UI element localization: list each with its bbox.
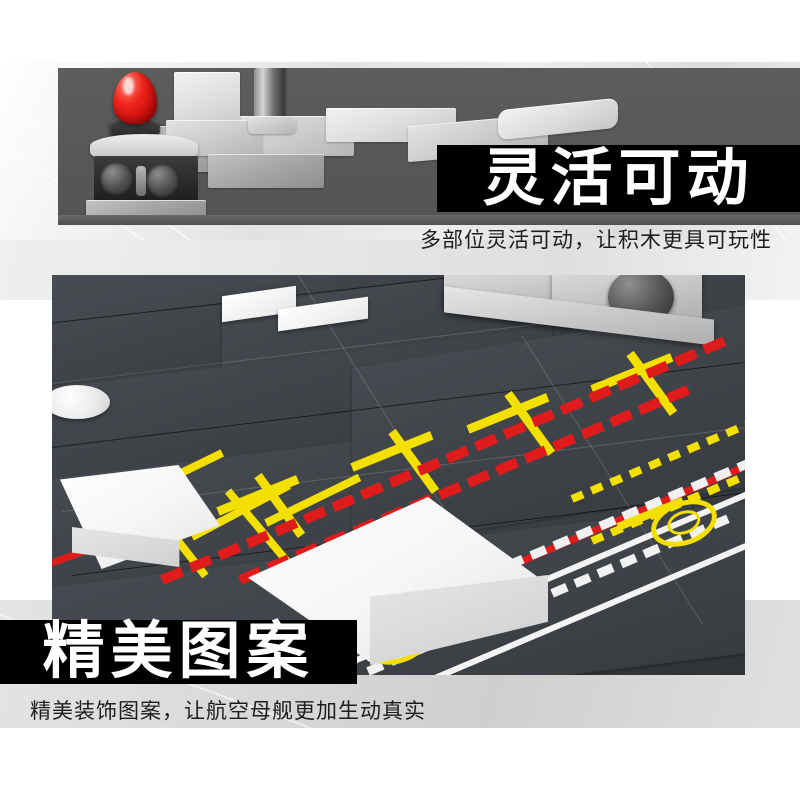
headline-banner-pattern: 精美图案 — [0, 620, 357, 684]
white-ramp-left — [60, 465, 220, 569]
brick-deck-arm-outer — [498, 97, 618, 141]
white-ramp-center — [248, 497, 548, 665]
white-deck-circle — [52, 385, 110, 419]
headline-banner-flexible: 灵活可动 — [437, 145, 800, 212]
mast-cylinder — [254, 68, 288, 124]
brick-turret-mount — [86, 200, 206, 218]
caption-pattern: 精美装饰图案，让航空母舰更加生动真实 — [30, 700, 426, 723]
photo-bottom-ledge — [58, 215, 800, 225]
backdrop-sheet-white — [0, 728, 800, 800]
gun-barrel-left — [100, 162, 134, 196]
flight-deck-photo — [52, 275, 745, 675]
gun-divider — [136, 166, 146, 196]
caption-flexible: 多部位灵活可动，让积木更具可玩性 — [420, 229, 772, 252]
gun-bay — [94, 156, 198, 204]
red-beacon-dome — [113, 72, 157, 124]
gun-barrel-right — [146, 164, 180, 198]
brick-tower-shelf — [208, 154, 324, 188]
headline-pattern-text: 精美图案 — [42, 617, 315, 686]
headline-flexible-text: 灵活可动 — [482, 143, 755, 213]
mast-collar — [248, 116, 296, 134]
